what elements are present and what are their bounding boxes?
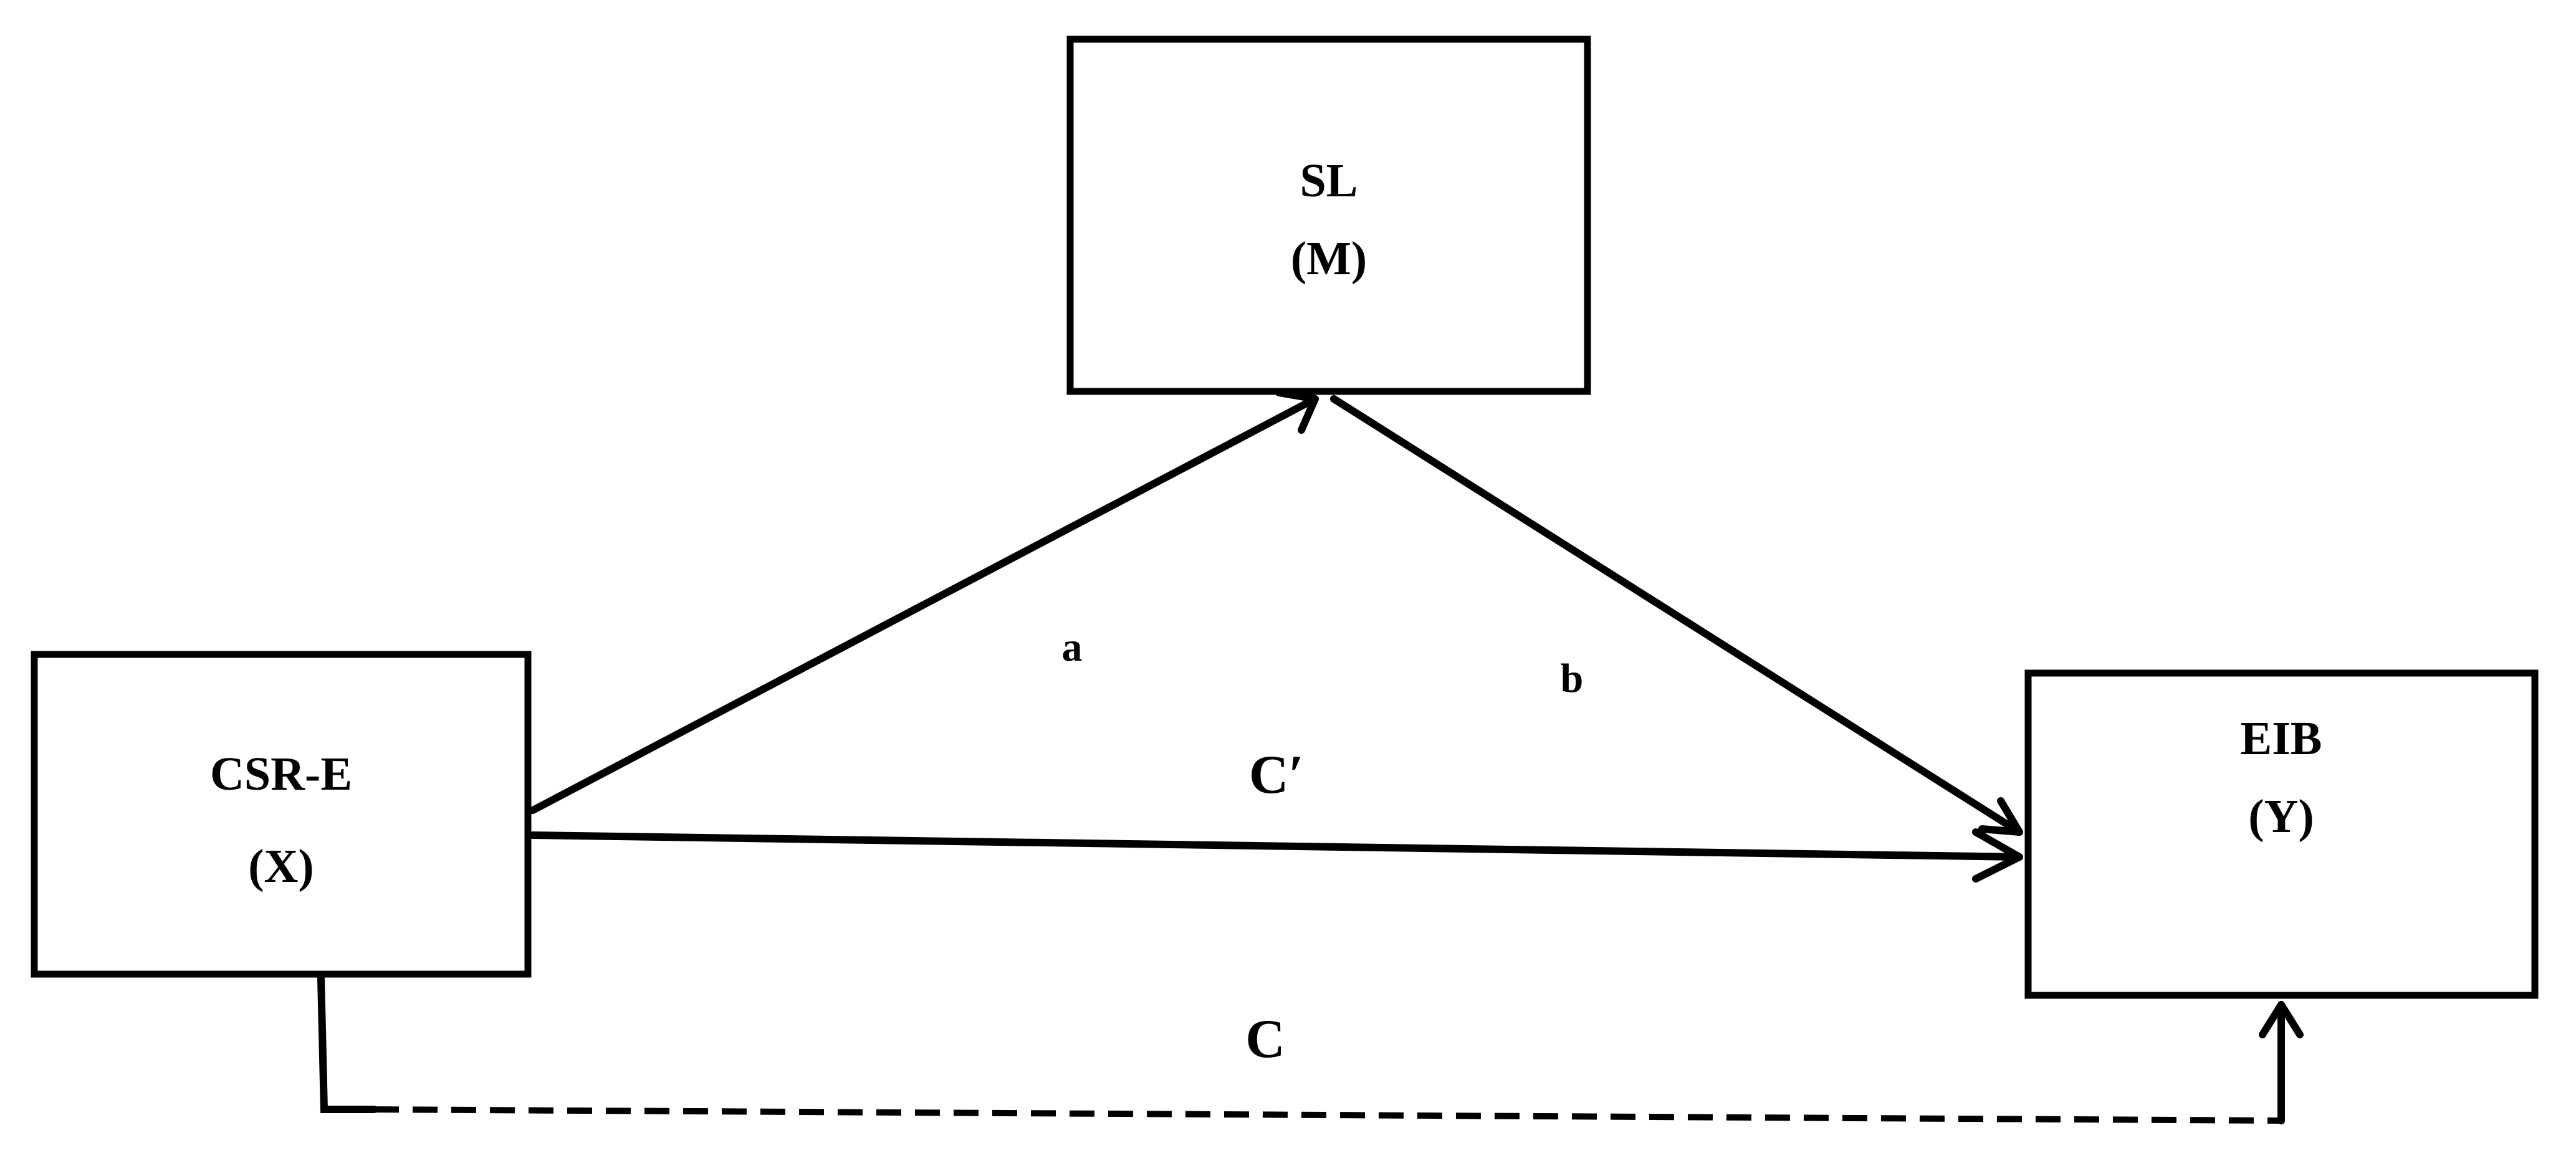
independent-box bbox=[31, 651, 532, 978]
path-a-line bbox=[529, 395, 1319, 814]
independent-name: CSR-E bbox=[210, 748, 352, 800]
path-c-arrowhead bbox=[2259, 1001, 2304, 1038]
path-c-solid-segment bbox=[317, 975, 378, 1113]
path-a-label: a bbox=[1062, 625, 1083, 670]
path-a-arrow bbox=[529, 389, 1319, 814]
path-a-arrowhead bbox=[1275, 389, 1319, 434]
dependent-role: (Y) bbox=[2248, 790, 2314, 843]
dependent-box bbox=[2024, 669, 2539, 999]
dependent-name: EIB bbox=[2241, 712, 2322, 765]
path-c-prime-arrowhead bbox=[1972, 828, 2023, 883]
mediator-node: SL (M) bbox=[1066, 36, 1591, 395]
path-b-arrow bbox=[1330, 395, 2023, 836]
path-c-prime-arrow bbox=[529, 828, 2023, 883]
mediator-role: (M) bbox=[1291, 232, 1367, 285]
mediator-name: SL bbox=[1300, 155, 1358, 207]
dependent-node: EIB (Y) bbox=[2024, 669, 2539, 999]
independent-role: (X) bbox=[248, 840, 314, 893]
path-c-arrow bbox=[317, 975, 2304, 1124]
path-c-dashed-segment bbox=[373, 1106, 2282, 1124]
path-c-prime-line bbox=[529, 831, 2023, 861]
path-b-label: b bbox=[1561, 656, 1584, 701]
path-b-arrowhead bbox=[1978, 797, 2023, 836]
path-c-label: C bbox=[1245, 1009, 1285, 1070]
path-c-prime-label: C′ bbox=[1249, 745, 1304, 805]
mediator-box bbox=[1066, 36, 1591, 395]
independent-node: CSR-E (X) bbox=[31, 651, 532, 978]
path-b-line bbox=[1330, 395, 2023, 836]
